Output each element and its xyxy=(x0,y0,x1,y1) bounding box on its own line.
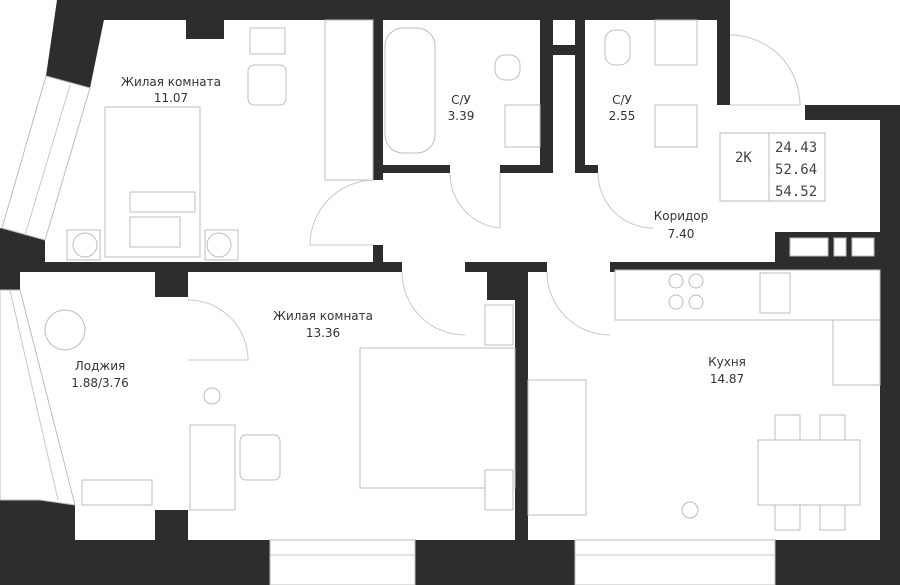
room-label-bedroom-1: Жилая комната 11.07 xyxy=(121,75,221,105)
total-area-with-loggia: 54.52 xyxy=(775,184,817,200)
apartment-type: 2K xyxy=(735,150,752,166)
room-area: 7.40 xyxy=(668,227,695,241)
room-area: 3.39 xyxy=(448,109,475,123)
room-name: Жилая комната xyxy=(273,309,373,323)
living-area: 24.43 xyxy=(775,140,817,156)
room-label-loggia: Лоджия 1.88/3.76 xyxy=(71,359,128,390)
room-area: 13.36 xyxy=(306,326,340,340)
room-label-bathroom-1: С/У 3.39 xyxy=(448,93,475,123)
doors xyxy=(187,34,801,361)
room-name: С/У xyxy=(451,93,471,107)
room-label-bedroom-2: Жилая комната 13.36 xyxy=(273,309,373,340)
room-name: С/У xyxy=(612,93,632,107)
room-name: Жилая комната xyxy=(121,75,221,89)
apartment-info-box: 2K 24.43 52.64 54.52 xyxy=(719,132,826,202)
room-area: 2.55 xyxy=(609,109,636,123)
total-area: 52.64 xyxy=(775,162,817,178)
room-area: 1.88/3.76 xyxy=(71,376,128,390)
room-area: 14.87 xyxy=(710,372,744,386)
room-label-bathroom-2: С/У 2.55 xyxy=(609,93,636,123)
room-area: 11.07 xyxy=(154,91,188,105)
room-name: Лоджия xyxy=(75,359,126,373)
room-label-corridor: Коридор 7.40 xyxy=(654,209,709,241)
windows xyxy=(0,75,875,585)
room-name: Кухня xyxy=(708,355,746,369)
room-name: Коридор xyxy=(654,209,709,223)
furniture xyxy=(44,19,881,531)
room-label-kitchen: Кухня 14.87 xyxy=(708,355,746,386)
